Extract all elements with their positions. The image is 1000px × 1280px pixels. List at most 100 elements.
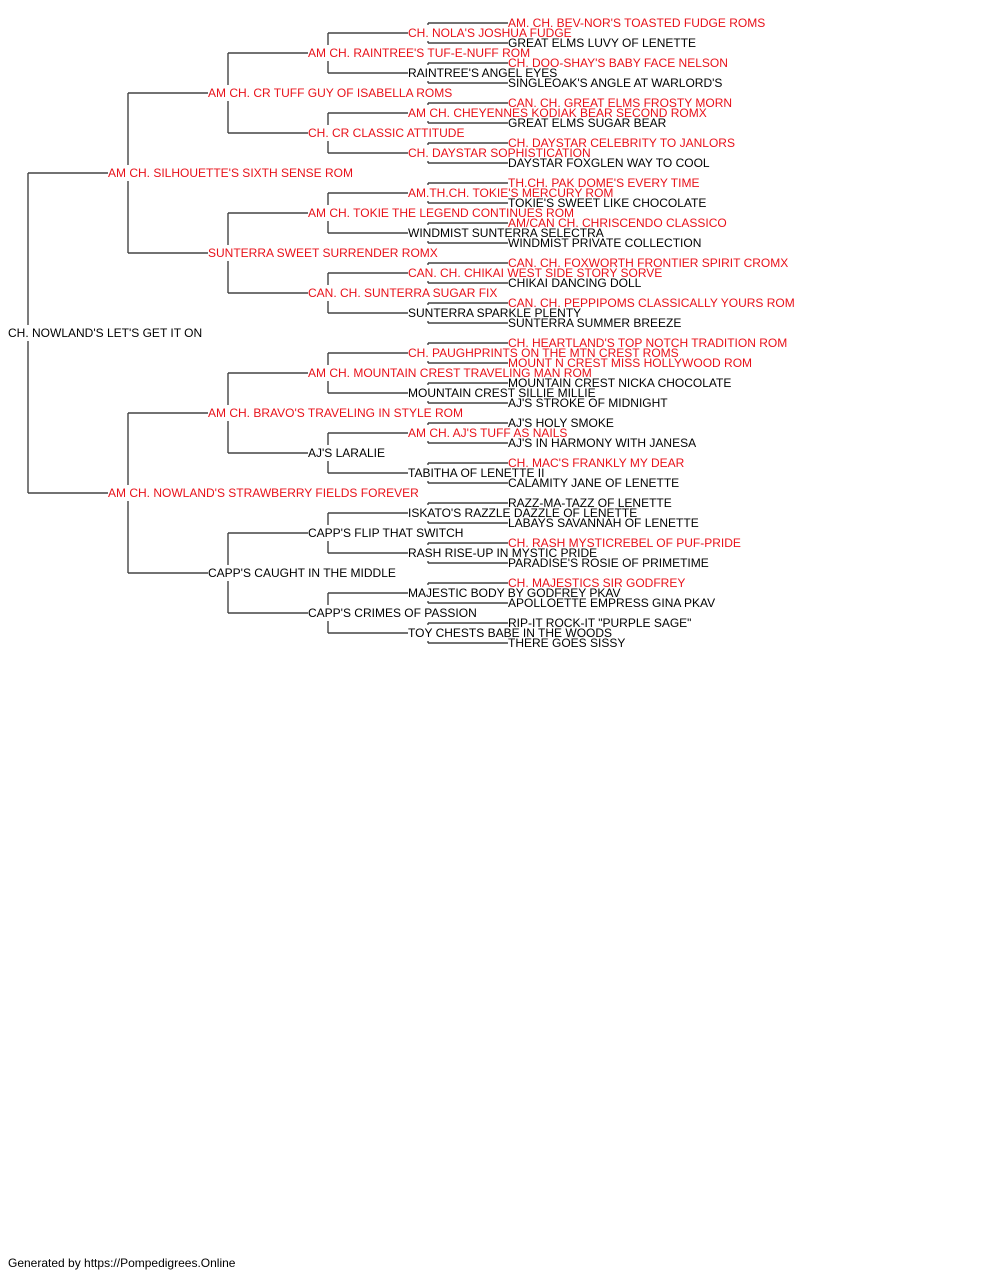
ancestor-name-gen5: CH. DAYSTAR CELEBRITY TO JANLORS (508, 136, 735, 150)
dog-name: CAPP'S CAUGHT IN THE MIDDLE (208, 566, 396, 580)
ancestor-name-gen3: AM CH. MOUNTAIN CREST TRAVELING MAN ROM (308, 366, 592, 380)
dog-name: AM CH. CHEYENNES KODIAK BEAR SECOND ROMX (408, 106, 707, 120)
ancestor-name-gen5: CAN. CH. PEPPIPOMS CLASSICALLY YOURS ROM (508, 296, 795, 310)
pedigree-names: CH. NOWLAND'S LET'S GET IT ON AM CH. SILH… (8, 16, 795, 650)
ancestor-name-gen5: MOUNTAIN CREST NICKA CHOCOLATE (508, 376, 731, 390)
dog-name: AM CH. SILHOUETTE'S SIXTH SENSE ROM (108, 166, 353, 180)
ancestor-name-gen3: CAN. CH. SUNTERRA SUGAR FIX (308, 286, 497, 300)
ancestor-name-gen2: AM CH. BRAVO'S TRAVELING IN STYLE ROM (208, 406, 463, 420)
dog-name: ISKATO'S RAZZLE DAZZLE OF LENETTE (408, 506, 637, 520)
ancestor-name-gen4: MAJESTIC BODY BY GODFREY PKAV (408, 586, 621, 600)
ancestor-name-gen4: AM CH. AJ'S TUFF AS NAILS (408, 426, 567, 440)
ancestor-name-gen5: CH. MAJESTICS SIR GODFREY (508, 576, 685, 590)
dog-name: AJ'S IN HARMONY WITH JANESA (508, 436, 696, 450)
dog-name: AM CH. MOUNTAIN CREST TRAVELING MAN ROM (308, 366, 592, 380)
ancestor-name-gen5: RIP-IT ROCK-IT "PURPLE SAGE" (508, 616, 691, 630)
dog-name: CAN. CH. FOXWORTH FRONTIER SPIRIT CROMX (508, 256, 788, 270)
ancestor-name-gen5: GREAT ELMS LUVY OF LENETTE (508, 36, 696, 50)
dog-name: RASH RISE-UP IN MYSTIC PRIDE (408, 546, 597, 560)
dog-name: SUNTERRA SPARKLE PLENTY (408, 306, 581, 320)
dog-name: THERE GOES SISSY (508, 636, 625, 650)
ancestor-name-gen3: CAPP'S FLIP THAT SWITCH (308, 526, 463, 540)
dog-name: AJ'S STROKE OF MIDNIGHT (508, 396, 668, 410)
dog-name: AJ'S LARALIE (308, 446, 385, 460)
dog-name: CH. RASH MYSTICREBEL OF PUF-PRIDE (508, 536, 741, 550)
ancestor-name-gen5: CH. DOO-SHAY'S BABY FACE NELSON (508, 56, 728, 70)
ancestor-name-gen4: CH. NOLA'S JOSHUA FUDGE (408, 26, 572, 40)
ancestor-name-gen5: LABAYS SAVANNAH OF LENETTE (508, 516, 699, 530)
ancestor-name-gen5: AJ'S HOLY SMOKE (508, 416, 614, 430)
dog-name: CH. DAYSTAR SOPHISTICATION (408, 146, 591, 160)
dog-name: CH. NOWLAND'S LET'S GET IT ON (8, 326, 202, 340)
dog-name: AM.TH.CH. TOKIE'S MERCURY ROM (408, 186, 613, 200)
ancestor-name-gen5: GREAT ELMS SUGAR BEAR (508, 116, 667, 130)
dog-name: MAJESTIC BODY BY GODFREY PKAV (408, 586, 621, 600)
footer-credit: Generated by https://Pompedigrees.Online (8, 1256, 236, 1270)
ancestor-name-gen5: AJ'S STROKE OF MIDNIGHT (508, 396, 668, 410)
ancestor-name-gen4: AM.TH.CH. TOKIE'S MERCURY ROM (408, 186, 613, 200)
dog-name: CAPP'S FLIP THAT SWITCH (308, 526, 463, 540)
dog-name: CHIKAI DANCING DOLL (508, 276, 642, 290)
ancestor-name-gen5: RAZZ-MA-TAZZ OF LENETTE (508, 496, 672, 510)
ancestor-name-gen4: AM CH. CHEYENNES KODIAK BEAR SECOND ROMX (408, 106, 707, 120)
ancestor-name-gen5: SUNTERRA SUMMER BREEZE (508, 316, 681, 330)
ancestor-name-gen4: CAN. CH. CHIKAI WEST SIDE STORY SORVE (408, 266, 662, 280)
dog-name: GREAT ELMS SUGAR BEAR (508, 116, 667, 130)
ancestor-name-gen5: CALAMITY JANE OF LENETTE (508, 476, 679, 490)
ancestor-name-gen5: APOLLOETTE EMPRESS GINA PKAV (508, 596, 715, 610)
dog-name: CH. DOO-SHAY'S BABY FACE NELSON (508, 56, 728, 70)
dog-name: RAZZ-MA-TAZZ OF LENETTE (508, 496, 672, 510)
ancestor-name-gen4: CH. PAUGHPRINTS ON THE MTN CREST ROMS (408, 346, 679, 360)
dog-name: CALAMITY JANE OF LENETTE (508, 476, 679, 490)
dog-name: CH. CR CLASSIC ATTITUDE (308, 126, 464, 140)
dog-name: MOUNT N CREST MISS HOLLYWOOD ROM (508, 356, 752, 370)
ancestor-name-gen2: CAPP'S CAUGHT IN THE MIDDLE (208, 566, 396, 580)
dog-name: AM CH. BRAVO'S TRAVELING IN STYLE ROM (208, 406, 463, 420)
dog-name: CAN. CH. SUNTERRA SUGAR FIX (308, 286, 497, 300)
ancestor-name-gen3: CH. CR CLASSIC ATTITUDE (308, 126, 464, 140)
dog-name: CH. PAUGHPRINTS ON THE MTN CREST ROMS (408, 346, 679, 360)
dog-name: CAN. CH. GREAT ELMS FROSTY MORN (508, 96, 732, 110)
dog-name: AM CH. TOKIE THE LEGEND CONTINUES ROM (308, 206, 574, 220)
dog-name: SUNTERRA SWEET SURRENDER ROMX (208, 246, 438, 260)
ancestor-name-gen4: MOUNTAIN CREST SILLIE MILLIE (408, 386, 596, 400)
dog-name: AM CH. AJ'S TUFF AS NAILS (408, 426, 567, 440)
ancestor-name-gen5: SINGLEOAK'S ANGLE AT WARLORD'S (508, 76, 722, 90)
ancestor-name-gen1: AM CH. SILHOUETTE'S SIXTH SENSE ROM (108, 166, 353, 180)
dog-name: CAPP'S CRIMES OF PASSION (308, 606, 477, 620)
ancestor-name-gen4: WINDMIST SUNTERRA SELECTRA (408, 226, 604, 240)
dog-name: AM CH. NOWLAND'S STRAWBERRY FIELDS FOREV… (108, 486, 419, 500)
ancestor-name-gen5: PARADISE'S ROSIE OF PRIMETIME (508, 556, 709, 570)
ancestor-name-gen4: TOY CHESTS BABE IN THE WOODS (408, 626, 612, 640)
dog-name: AJ'S HOLY SMOKE (508, 416, 614, 430)
dog-name: CH. HEARTLAND'S TOP NOTCH TRADITION ROM (508, 336, 787, 350)
ancestor-name-gen5: DAYSTAR FOXGLEN WAY TO COOL (508, 156, 710, 170)
dog-name: TH.CH. PAK DOME'S EVERY TIME (508, 176, 699, 190)
ancestor-name-gen4: SUNTERRA SPARKLE PLENTY (408, 306, 581, 320)
dog-name: CH. MAC'S FRANKLY MY DEAR (508, 456, 685, 470)
ancestor-name-gen4: RAINTREE'S ANGEL EYES (408, 66, 557, 80)
ancestor-name-gen5: CH. HEARTLAND'S TOP NOTCH TRADITION ROM (508, 336, 787, 350)
dog-name: PARADISE'S ROSIE OF PRIMETIME (508, 556, 709, 570)
ancestor-name-gen5: CAN. CH. GREAT ELMS FROSTY MORN (508, 96, 732, 110)
pedigree-connectors (27, 22, 508, 644)
ancestor-name-gen5: TH.CH. PAK DOME'S EVERY TIME (508, 176, 699, 190)
ancestor-name-gen2: SUNTERRA SWEET SURRENDER ROMX (208, 246, 438, 260)
ancestor-name-gen3: AJ'S LARALIE (308, 446, 385, 460)
ancestor-name-gen4: RASH RISE-UP IN MYSTIC PRIDE (408, 546, 597, 560)
dog-name: CAN. CH. CHIKAI WEST SIDE STORY SORVE (408, 266, 662, 280)
dog-name: AM CH. RAINTREE'S TUF-E-NUFF ROM (308, 46, 530, 60)
dog-name: LABAYS SAVANNAH OF LENETTE (508, 516, 699, 530)
subject-dog-name: CH. NOWLAND'S LET'S GET IT ON (8, 326, 202, 340)
ancestor-name-gen5: AM/CAN CH. CHRISCENDO CLASSICO (508, 216, 727, 230)
dog-name: AM CH. CR TUFF GUY OF ISABELLA ROMS (208, 86, 452, 100)
dog-name: MOUNTAIN CREST NICKA CHOCOLATE (508, 376, 731, 390)
dog-name: RAINTREE'S ANGEL EYES (408, 66, 557, 80)
ancestor-name-gen5: CH. MAC'S FRANKLY MY DEAR (508, 456, 685, 470)
ancestor-name-gen3: AM CH. TOKIE THE LEGEND CONTINUES ROM (308, 206, 574, 220)
dog-name: WINDMIST SUNTERRA SELECTRA (408, 226, 604, 240)
dog-name: AM/CAN CH. CHRISCENDO CLASSICO (508, 216, 727, 230)
dog-name: AM. CH. BEV-NOR'S TOASTED FUDGE ROMS (508, 16, 765, 30)
ancestor-name-gen5: CAN. CH. FOXWORTH FRONTIER SPIRIT CROMX (508, 256, 788, 270)
dog-name: APOLLOETTE EMPRESS GINA PKAV (508, 596, 715, 610)
